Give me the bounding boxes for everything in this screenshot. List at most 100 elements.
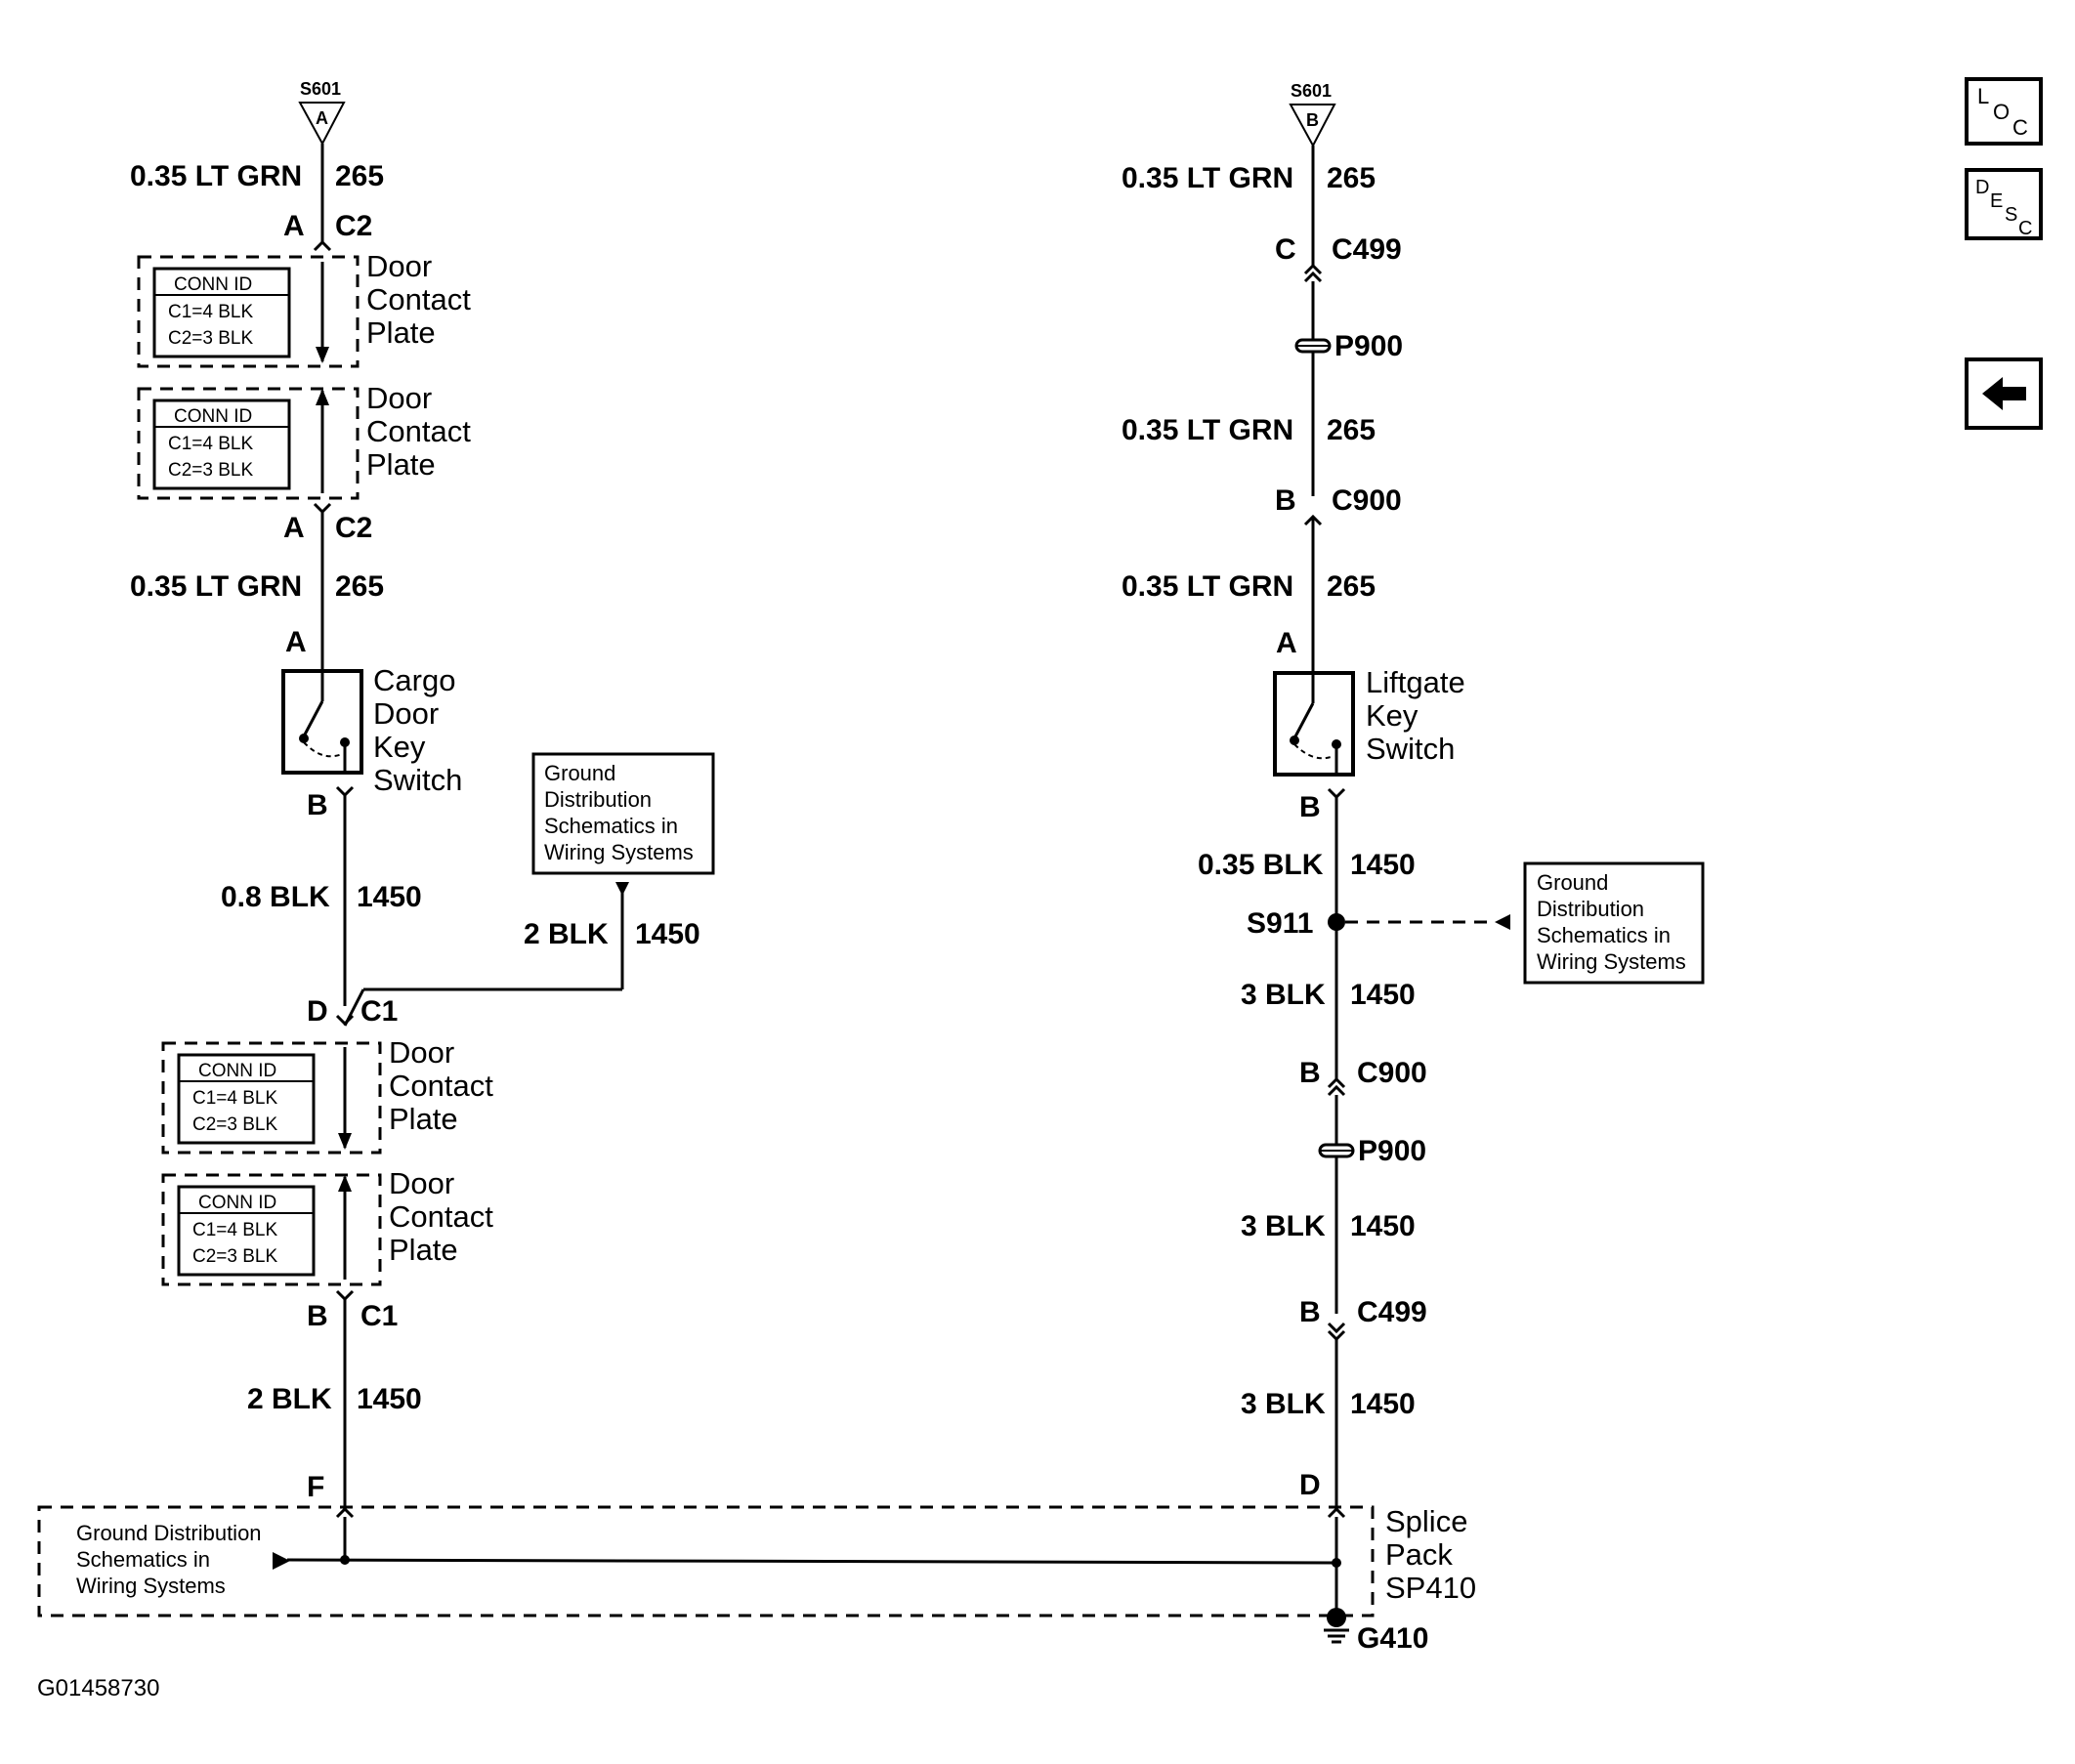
conn-id-title: CONN ID — [198, 1193, 276, 1213]
left-conn2-name: C2 — [335, 512, 372, 544]
dcp3-label-line2: Contact — [389, 1069, 493, 1103]
conn-id-c1: C1=4 BLK — [168, 302, 253, 322]
desc-letter-c: C — [2018, 218, 2032, 239]
right-splice-triangle — [1289, 104, 1336, 148]
splice-pack-ref-arrow — [273, 1552, 290, 1570]
splice-ground-ref-line3[interactable]: Wiring Systems — [76, 1574, 226, 1598]
left-wire3-circuit: 1450 — [357, 881, 422, 913]
splice-pack-label-line2: Pack — [1385, 1537, 1453, 1572]
splice-pack-outline — [37, 1505, 1375, 1617]
left-wire1-circuit: 265 — [335, 160, 384, 192]
right-wire2-circuit: 265 — [1327, 414, 1376, 446]
left-splice-letter: A — [316, 108, 328, 128]
right-wire1-circuit: 265 — [1327, 162, 1376, 194]
dcp2-label-line2: Contact — [366, 414, 471, 448]
conn-id-c2: C2=3 BLK — [168, 460, 253, 481]
dcp1-label-line1: Door — [366, 249, 432, 283]
conn-id-title: CONN ID — [198, 1061, 276, 1081]
dcp3-label-line1: Door — [389, 1035, 454, 1070]
left-switch-pin-a: A — [285, 626, 307, 658]
conn-id-c2: C2=3 BLK — [168, 328, 253, 349]
liftgate-switch-label-line2: Key — [1366, 698, 1419, 733]
right-wire5-circuit: 1450 — [1350, 979, 1416, 1011]
left-arrow-icon — [1982, 377, 2026, 410]
left-splice-s601-label: S601 — [300, 79, 341, 99]
dcp1-label-line2: Contact — [366, 282, 471, 316]
desc-button[interactable]: D E S C — [1965, 168, 2043, 240]
conn-id-box-4 — [177, 1185, 316, 1277]
conn-id-title: CONN ID — [174, 406, 252, 427]
dcp3-label-line3: Plate — [389, 1102, 458, 1136]
ground-ref-line1: Ground — [544, 761, 615, 785]
splice-pack-label-line3: SP410 — [1385, 1571, 1476, 1605]
liftgate-switch-label-line1: Liftgate — [1366, 665, 1465, 699]
left-conn3-name: C1 — [360, 995, 398, 1028]
left-conn3-pin: D — [307, 995, 328, 1028]
right-conn3-pin: B — [1299, 1057, 1321, 1089]
ground-ref-line2: Distribution — [1537, 897, 1644, 921]
splice-ground-ref-line2[interactable]: Schematics in — [76, 1547, 210, 1572]
desc-letter-e: E — [1990, 190, 2003, 212]
s911-ref-arrow — [1495, 914, 1510, 930]
splice-pack-label-line1: Splice — [1385, 1504, 1467, 1538]
door-contact-plate-3 — [161, 1041, 382, 1155]
left-conn1-pin: A — [283, 210, 305, 242]
dcp1-arrow — [316, 347, 329, 363]
right-wire7-size: 3 BLK — [1241, 1388, 1326, 1420]
right-conn4-name: C499 — [1357, 1296, 1427, 1328]
conn-id-c2: C2=3 BLK — [192, 1114, 277, 1135]
ground-ref-line3: Schematics in — [544, 814, 678, 838]
right-wire2-size: 0.35 LT GRN — [1122, 414, 1293, 446]
figure-id: G01458730 — [37, 1675, 159, 1701]
right-wire5-size: 3 BLK — [1241, 979, 1326, 1011]
ground-wire-size: 2 BLK — [524, 918, 609, 950]
right-splice-letter: B — [1306, 110, 1319, 130]
ground-ref-line4: Wiring Systems — [544, 840, 694, 864]
splice-ground-ref-line1[interactable]: Ground Distribution — [76, 1521, 262, 1545]
conn-id-box-2 — [152, 399, 291, 490]
conn-id-c2: C2=3 BLK — [192, 1246, 277, 1267]
dcp4-label-line2: Contact — [389, 1199, 493, 1234]
desc-letter-d: D — [1975, 177, 1989, 198]
left-conn2-mark — [313, 502, 332, 515]
dcp2-arrow — [316, 389, 329, 405]
right-conn3-name: C900 — [1357, 1057, 1427, 1089]
ground-ref-line1: Ground — [1537, 870, 1608, 895]
left-wire1-size: 0.35 LT GRN — [130, 160, 302, 192]
left-wire4-size: 2 BLK — [247, 1383, 332, 1415]
left-circuit: S601 A 0.35 LT GRN 265 A C2 CONN ID C1=4… — [130, 79, 715, 1519]
right-conn2-name: C900 — [1332, 484, 1402, 517]
right-circuit: S601 B 0.35 LT GRN 265 C C499 P900 0.35 … — [1122, 81, 1705, 1519]
splice-pack-bus — [286, 1558, 1337, 1565]
right-conn4-pin: B — [1299, 1296, 1321, 1328]
loc-button[interactable]: L O C — [1965, 77, 2043, 146]
left-splice-triangle — [298, 102, 346, 147]
left-conn1-mark — [313, 239, 332, 252]
right-splice-pin: D — [1299, 1469, 1321, 1501]
ground-g410-label: G410 — [1357, 1622, 1428, 1655]
right-splice-s911: S911 — [1247, 907, 1313, 940]
left-switch-pin-b: B — [307, 789, 328, 821]
right-conn1-name: C499 — [1332, 233, 1402, 266]
left-wire3-size: 0.8 BLK — [221, 881, 330, 913]
back-button[interactable] — [1965, 357, 2043, 430]
left-conn4-name: C1 — [360, 1300, 398, 1332]
switch-blade — [1293, 702, 1315, 737]
left-wire2-size: 0.35 LT GRN — [130, 570, 302, 603]
left-conn2-pin: A — [283, 512, 305, 544]
right-wire4-size: 0.35 BLK — [1198, 849, 1324, 881]
right-switch-pin-a: A — [1276, 627, 1297, 659]
cargo-switch-label-line1: Cargo — [373, 663, 455, 697]
cargo-switch-label-line2: Door — [373, 696, 439, 731]
conn-id-c1: C1=4 BLK — [192, 1088, 277, 1109]
door-contact-plate-2 — [137, 387, 360, 500]
ground-distribution-ref-left[interactable] — [531, 752, 715, 875]
dcp2-label-line1: Door — [366, 381, 432, 415]
liftgate-switch-label-line3: Switch — [1366, 732, 1455, 766]
dcp2-label-line3: Plate — [366, 447, 436, 482]
switch-blade — [303, 700, 324, 735]
left-conn4-pin: B — [307, 1300, 328, 1332]
ground-distribution-ref-right[interactable] — [1523, 861, 1705, 985]
right-conn1-pin: C — [1275, 233, 1296, 266]
